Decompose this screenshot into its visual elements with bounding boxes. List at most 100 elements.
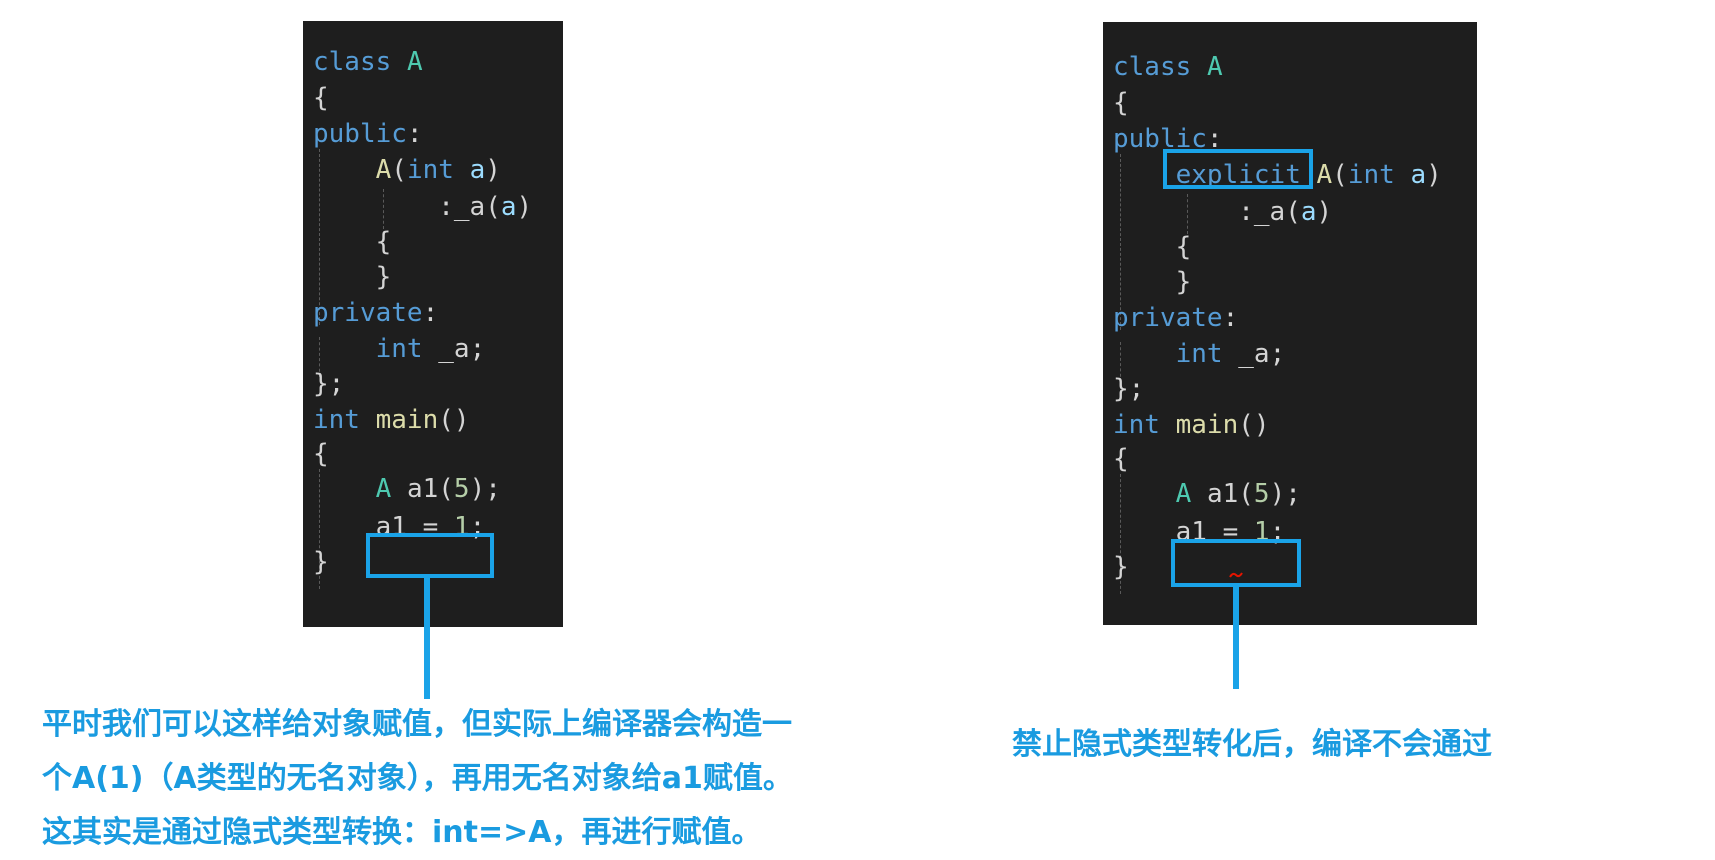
code-token: ( [485,192,501,222]
code-token: 5 [453,474,470,504]
code-token [1223,339,1239,369]
code-token: private [313,298,423,328]
code-token: } [375,262,392,292]
code-token: { [1175,232,1192,262]
code-token: { [1113,444,1129,474]
code-token [313,155,376,185]
code-line: } [1113,263,1192,302]
code-token: int [406,155,454,185]
caption-line: 平时我们可以这样给对象赋值，但实际上编译器会构造一 [42,707,792,742]
code-token: A [1316,160,1333,190]
code-token: _a [453,192,486,222]
callout-connector [424,578,430,699]
assignment-highlight [366,533,494,578]
code-token [1113,517,1176,547]
code-token: a [500,192,517,222]
code-line: private: [313,294,438,333]
code-line: int _a; [1113,335,1286,374]
indent-guide [1120,474,1121,594]
code-panel-implicit: class A{public: A(int a) :_a(a) { }priva… [303,21,563,627]
code-token: A [406,47,423,77]
code-line: int main() [313,401,470,440]
code-token [423,334,439,364]
code-line: { [313,79,329,118]
indent-guide [1187,194,1188,234]
code-token [1191,52,1207,82]
code-token: int [313,405,360,435]
code-token: int [1175,339,1223,369]
indent-guide [383,189,384,229]
code-token [454,155,470,185]
code-token [360,405,376,435]
code-line: int _a; [313,330,486,369]
code-token: : [1222,303,1239,333]
code-token: ) [516,192,533,222]
code-line: { [1113,440,1129,479]
code-line: class A [313,43,423,82]
code-token: a1 [406,474,439,504]
code-line: class A [1113,48,1223,87]
code-token: ); [1269,479,1301,509]
code-token: () [438,405,470,435]
code-token: ( [391,155,407,185]
caption-implicit-conversion: 平时我们可以这样给对象赋值，但实际上编译器会构造一 个A(1)（A类型的无名对象… [42,698,793,860]
code-token: 5 [1253,479,1270,509]
code-token: ( [1332,160,1348,190]
indent-guide [319,469,320,589]
code-token: } [1113,552,1129,582]
explicit-keyword-highlight [1163,149,1313,189]
code-token: }; [313,369,345,399]
code-token: int [1347,160,1395,190]
code-token: _a [1253,197,1286,227]
code-token: private [1113,303,1223,333]
code-token [1395,160,1411,190]
code-token: } [313,547,329,577]
code-token: ) [485,155,501,185]
code-line: { [313,223,392,262]
code-line: { [313,435,329,474]
code-token: }; [1113,374,1145,404]
code-token: { [1113,88,1129,118]
code-token: { [313,439,329,469]
code-token: _a [1238,339,1270,369]
code-line: public: [313,115,423,154]
code-token [1113,267,1176,297]
code-token: public [313,119,407,149]
caption-line: 这其实是通过隐式类型转换：int=>A，再进行赋值。 [42,815,762,850]
assignment-highlight [1171,539,1301,587]
code-line: } [313,543,329,582]
code-token: ; [469,334,486,364]
code-line: private: [1113,299,1238,338]
code-token [1113,479,1176,509]
caption-line: 个A(1)（A类型的无名对象），再用无名对象给a1赋值。 [42,761,793,796]
code-line: int main() [1113,406,1270,445]
callout-connector [1233,587,1239,689]
code-token [313,227,376,257]
code-token: ( [1238,479,1254,509]
code-token: ; [1269,339,1286,369]
code-token: a [1300,197,1317,227]
code-token: A [1206,52,1223,82]
code-line: } [1113,548,1129,587]
indent-guide [319,149,320,325]
code-token: : [406,119,423,149]
code-token: int [1113,410,1160,440]
error-squiggle [1229,572,1243,578]
code-token [1113,232,1176,262]
code-token: ); [469,474,501,504]
code-token: int [375,334,423,364]
code-token [1160,410,1176,440]
code-token [313,474,376,504]
code-token: { [313,83,329,113]
code-token [1191,479,1207,509]
code-token: ) [1316,197,1333,227]
code-token: main [1175,410,1239,440]
code-token: a [469,155,486,185]
code-token: ) [1426,160,1442,190]
code-token: main [375,405,439,435]
indent-guide [1120,342,1121,382]
code-token: A [375,155,392,185]
code-token: A [1175,479,1192,509]
code-token: } [1175,267,1192,297]
code-token: : [422,298,439,328]
